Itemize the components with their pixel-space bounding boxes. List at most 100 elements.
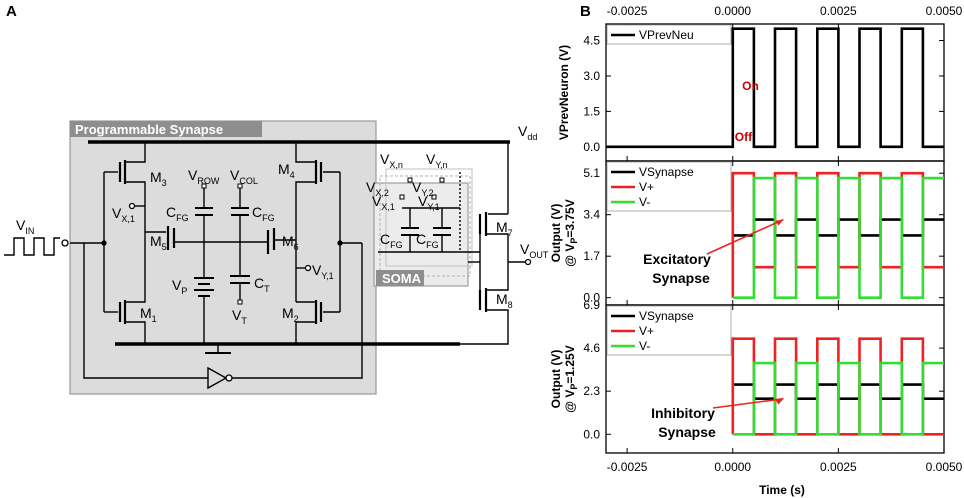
top-x-tick-label: 0.0025 — [820, 4, 857, 18]
vy1-soma-label: VY,1 — [418, 193, 440, 212]
ct-label: CT — [254, 275, 270, 294]
series-line-V — [732, 176, 944, 300]
vrow-pin — [201, 183, 207, 189]
annotation-arrow — [712, 397, 784, 409]
annotation-arrow — [706, 218, 784, 255]
vin-terminal — [61, 239, 69, 247]
m3-drain — [125, 181, 146, 208]
annotation-line-1: Inhibitory — [651, 405, 715, 421]
vin-square-wave — [4, 237, 60, 256]
inverter-triangle — [207, 366, 228, 390]
vy1-label: VY,1 — [312, 262, 334, 281]
m7-m8-output — [486, 233, 509, 291]
panel-a: A Programmable Synapse SOMA — [4, 3, 549, 395]
terminals — [61, 202, 532, 382]
feedback-left-wire — [83, 243, 208, 379]
y-tick-label: 3.4 — [583, 208, 600, 222]
m1-source — [125, 321, 146, 344]
vcol-pin — [237, 183, 243, 189]
legend-label: VSynapse — [639, 165, 694, 179]
vt-pin — [237, 299, 243, 305]
legend-label: V+ — [639, 180, 654, 194]
vin-node-dot — [101, 240, 107, 246]
y-axis-label: Output (V)@ VP=1.25V — [549, 345, 579, 412]
off-label: Off — [735, 130, 753, 144]
m8-source — [460, 309, 509, 345]
soma-box-back-2 — [385, 168, 473, 267]
cfg2-label: CFG — [252, 204, 275, 223]
annotation-line-2: Synapse — [658, 424, 716, 440]
vxn-label: VX,n — [380, 151, 403, 170]
legend-label: VSynapse — [639, 309, 694, 323]
soma-box-title: SOMA — [382, 271, 422, 286]
synapse-box-title: Programmable Synapse — [75, 122, 223, 137]
vxn-pin — [407, 177, 413, 183]
y-tick-label: 1.5 — [583, 104, 600, 118]
top-x-tick-label: -0.0025 — [607, 4, 648, 18]
legend-box — [606, 24, 732, 45]
vrow-label: VROW — [188, 167, 220, 186]
m7-label: M7 — [496, 219, 513, 238]
vy2-pin — [431, 194, 437, 200]
m4-source — [295, 142, 316, 163]
m8-label: M8 — [496, 291, 513, 310]
y-tick-label: 3.0 — [583, 69, 600, 83]
m5-label: M5 — [150, 233, 167, 252]
vout-terminal — [524, 258, 532, 266]
y-tick-label: 1.7 — [583, 249, 600, 263]
plot-frame — [605, 304, 945, 454]
annotation-line-2: Synapse — [652, 270, 710, 286]
series-line-VPrevNeu — [606, 27, 944, 149]
legend-label: V+ — [639, 324, 654, 338]
vx1-label: VX,1 — [112, 205, 135, 224]
x-tick-label: 0.0050 — [926, 460, 963, 474]
vy2-label: VY,2 — [412, 179, 434, 198]
vx2-pin — [399, 194, 405, 200]
vx1-soma-label: VX,1 — [372, 193, 395, 212]
vx2-label: VX,2 — [366, 179, 389, 198]
panel-a-letter: A — [6, 3, 17, 20]
vx1-terminal — [128, 202, 136, 210]
circuit-wiring — [4, 142, 526, 390]
cfg1-label: CFG — [166, 204, 189, 223]
feedback-right-wire — [232, 243, 363, 379]
m2-label: M2 — [282, 305, 299, 324]
y-tick-label: 5.1 — [583, 166, 600, 180]
m1-label: M1 — [140, 305, 157, 324]
y-tick-label: 4.6 — [583, 341, 600, 355]
vt-label: VT — [232, 307, 247, 326]
m4-label: M4 — [278, 161, 295, 180]
x-axis-label: Time (s) — [759, 483, 805, 497]
vyn-pin — [439, 177, 445, 183]
annotation-line-1: Excitatory — [643, 251, 711, 267]
y-tick-label: 0.0 — [583, 140, 600, 154]
vy1-terminal — [304, 264, 312, 272]
vin-label: VIN — [16, 217, 34, 236]
right-node-dot — [337, 240, 343, 246]
x-tick-label: -0.0025 — [607, 460, 648, 474]
legend-label: V- — [639, 195, 650, 209]
vout-label: VOUT — [520, 241, 549, 260]
soma-title-tab — [376, 270, 424, 286]
x-tick-label: 0.0000 — [714, 460, 751, 474]
vdd-label: Vdd — [518, 123, 537, 142]
m3-label: M3 — [150, 169, 167, 188]
m4-drain — [295, 181, 316, 278]
vcol-label: VCOL — [230, 167, 258, 186]
y-tick-label: 0.0 — [583, 427, 600, 441]
cfg3-label: CFG — [380, 231, 403, 250]
x-tick-label: 0.0025 — [820, 460, 857, 474]
m3-source — [125, 142, 146, 163]
on-label: On — [742, 79, 759, 93]
y-tick-label: 2.3 — [583, 384, 600, 398]
panel-b-letter: B — [580, 3, 591, 20]
annotation-arrow-head — [775, 219, 784, 226]
soma-box-back-1 — [379, 175, 471, 277]
legend-label: VPrevNeu — [639, 28, 694, 42]
vp-label: VP — [172, 277, 187, 296]
